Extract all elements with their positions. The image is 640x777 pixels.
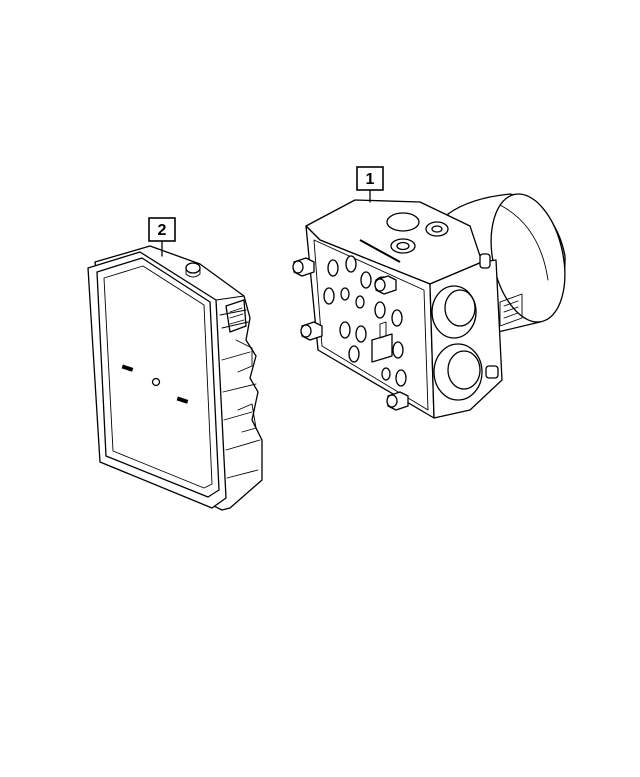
mounting-stud: [374, 275, 397, 295]
callout-2: 2: [148, 217, 176, 257]
callout-1-label: 1: [366, 171, 375, 188]
callout-1: 1: [356, 166, 384, 203]
control-module-part-2: [87, 245, 263, 511]
hydraulic-unit-part-1: [292, 193, 566, 419]
callout-2-label: 2: [158, 222, 167, 239]
mounting-stud: [300, 321, 323, 341]
mounting-stud: [386, 391, 409, 411]
mounting-stud: [292, 257, 315, 277]
